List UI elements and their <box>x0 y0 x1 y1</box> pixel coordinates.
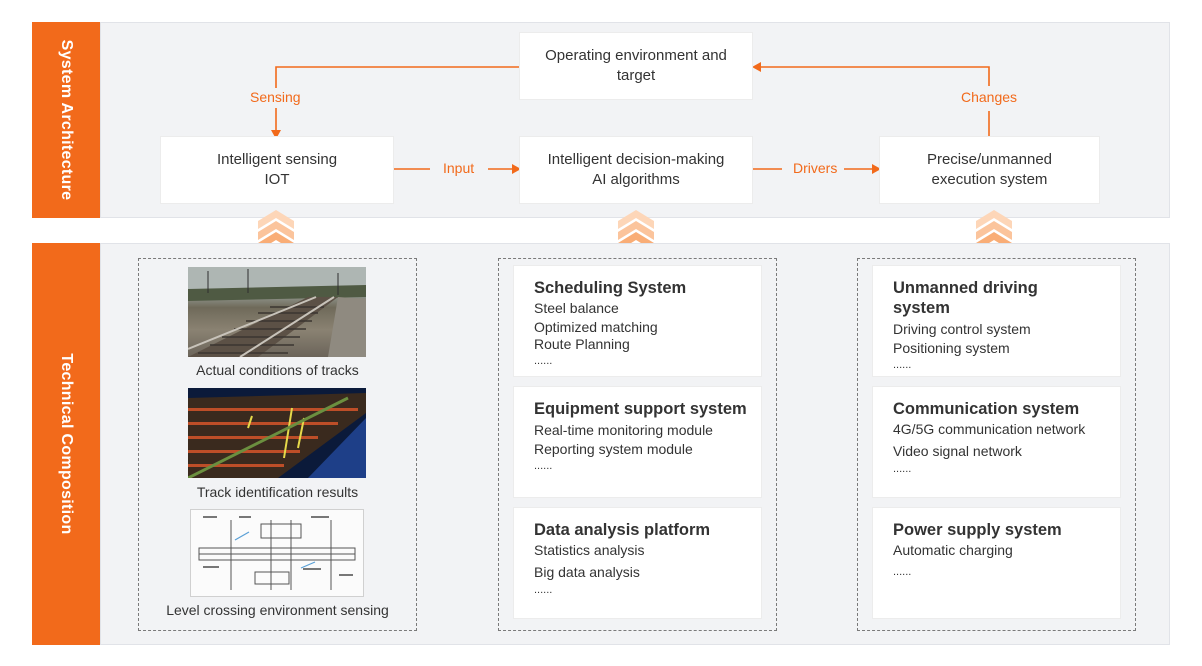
chevron-up-icon <box>618 210 654 251</box>
card-item: Optimized matching <box>534 319 658 335</box>
card-item: ...... <box>893 359 912 371</box>
data-analysis-card: Data analysis platform Statistics analys… <box>514 508 761 618</box>
card-item: Automatic charging <box>893 542 1013 558</box>
power-supply-card: Power supply system Automatic charging .… <box>873 508 1120 618</box>
card-item: Reporting system module <box>534 441 693 457</box>
communication-system-card: Communication system 4G/5G communication… <box>873 387 1120 497</box>
unmanned-driving-card: Unmanned driving system Driving control … <box>873 266 1120 376</box>
card-item: Steel balance <box>534 300 619 316</box>
card-item: Big data analysis <box>534 564 640 580</box>
decision-line1: Intelligent decision-making <box>547 151 725 168</box>
point-cloud-caption: Track identification results <box>196 484 359 500</box>
card-item: ...... <box>534 355 553 367</box>
sensing-line1: Intelligent sensing <box>216 151 338 168</box>
input-label: Input <box>443 160 475 176</box>
technical-composition-label: Technical Composition <box>32 243 100 645</box>
card-item: Driving control system <box>893 321 1031 337</box>
intelligent-sensing-box: Intelligent sensing IOT <box>161 137 393 203</box>
chevron-up-icon <box>976 210 1012 251</box>
scheduling-system-card: Scheduling System Steel balance Optimize… <box>514 266 761 376</box>
track-photo-caption: Actual conditions of tracks <box>196 362 359 378</box>
card-item: ...... <box>534 584 553 596</box>
card-title: Unmanned driving system <box>893 279 1038 317</box>
execution-line1: Precise/unmanned <box>926 151 1053 168</box>
chevron-up-icon <box>258 210 294 251</box>
card-title: Power supply system <box>893 521 1062 539</box>
card-item: ...... <box>534 460 553 472</box>
operating-environment-box: Operating environment and target <box>520 33 752 99</box>
changes-label: Changes <box>961 89 1018 105</box>
card-item: Positioning system <box>893 340 1010 356</box>
execution-line2: execution system <box>931 171 1048 188</box>
card-item: Video signal network <box>893 443 1022 459</box>
card-title: Data analysis platform <box>534 521 711 539</box>
sensing-line2: IOT <box>264 171 290 188</box>
card-item: Statistics analysis <box>534 542 645 558</box>
card-item: Route Planning <box>534 336 630 352</box>
environment-line2: target <box>616 67 656 84</box>
decision-line2: AI algorithms <box>592 171 680 188</box>
card-title: Scheduling System <box>534 279 687 297</box>
drivers-label: Drivers <box>793 160 838 176</box>
card-item: ...... <box>893 463 912 475</box>
system-architecture-label: System Architecture <box>32 22 100 218</box>
card-item: Real-time monitoring module <box>534 422 713 438</box>
equipment-support-card: Equipment support system Real-time monit… <box>514 387 761 497</box>
card-title: Equipment support system <box>534 400 747 418</box>
point-cloud-image <box>188 388 366 478</box>
card-item: 4G/5G communication network <box>893 421 1086 437</box>
intelligent-decision-box: Intelligent decision-making AI algorithm… <box>520 137 752 203</box>
environment-line1: Operating environment and <box>545 47 727 64</box>
card-item: ...... <box>893 566 912 578</box>
execution-system-box: Precise/unmanned execution system <box>880 137 1099 203</box>
sensing-label: Sensing <box>250 89 301 105</box>
card-title: Communication system <box>893 400 1080 418</box>
track-photo <box>188 267 366 357</box>
crossing-schematic <box>190 509 364 597</box>
crossing-caption: Level crossing environment sensing <box>166 602 389 618</box>
